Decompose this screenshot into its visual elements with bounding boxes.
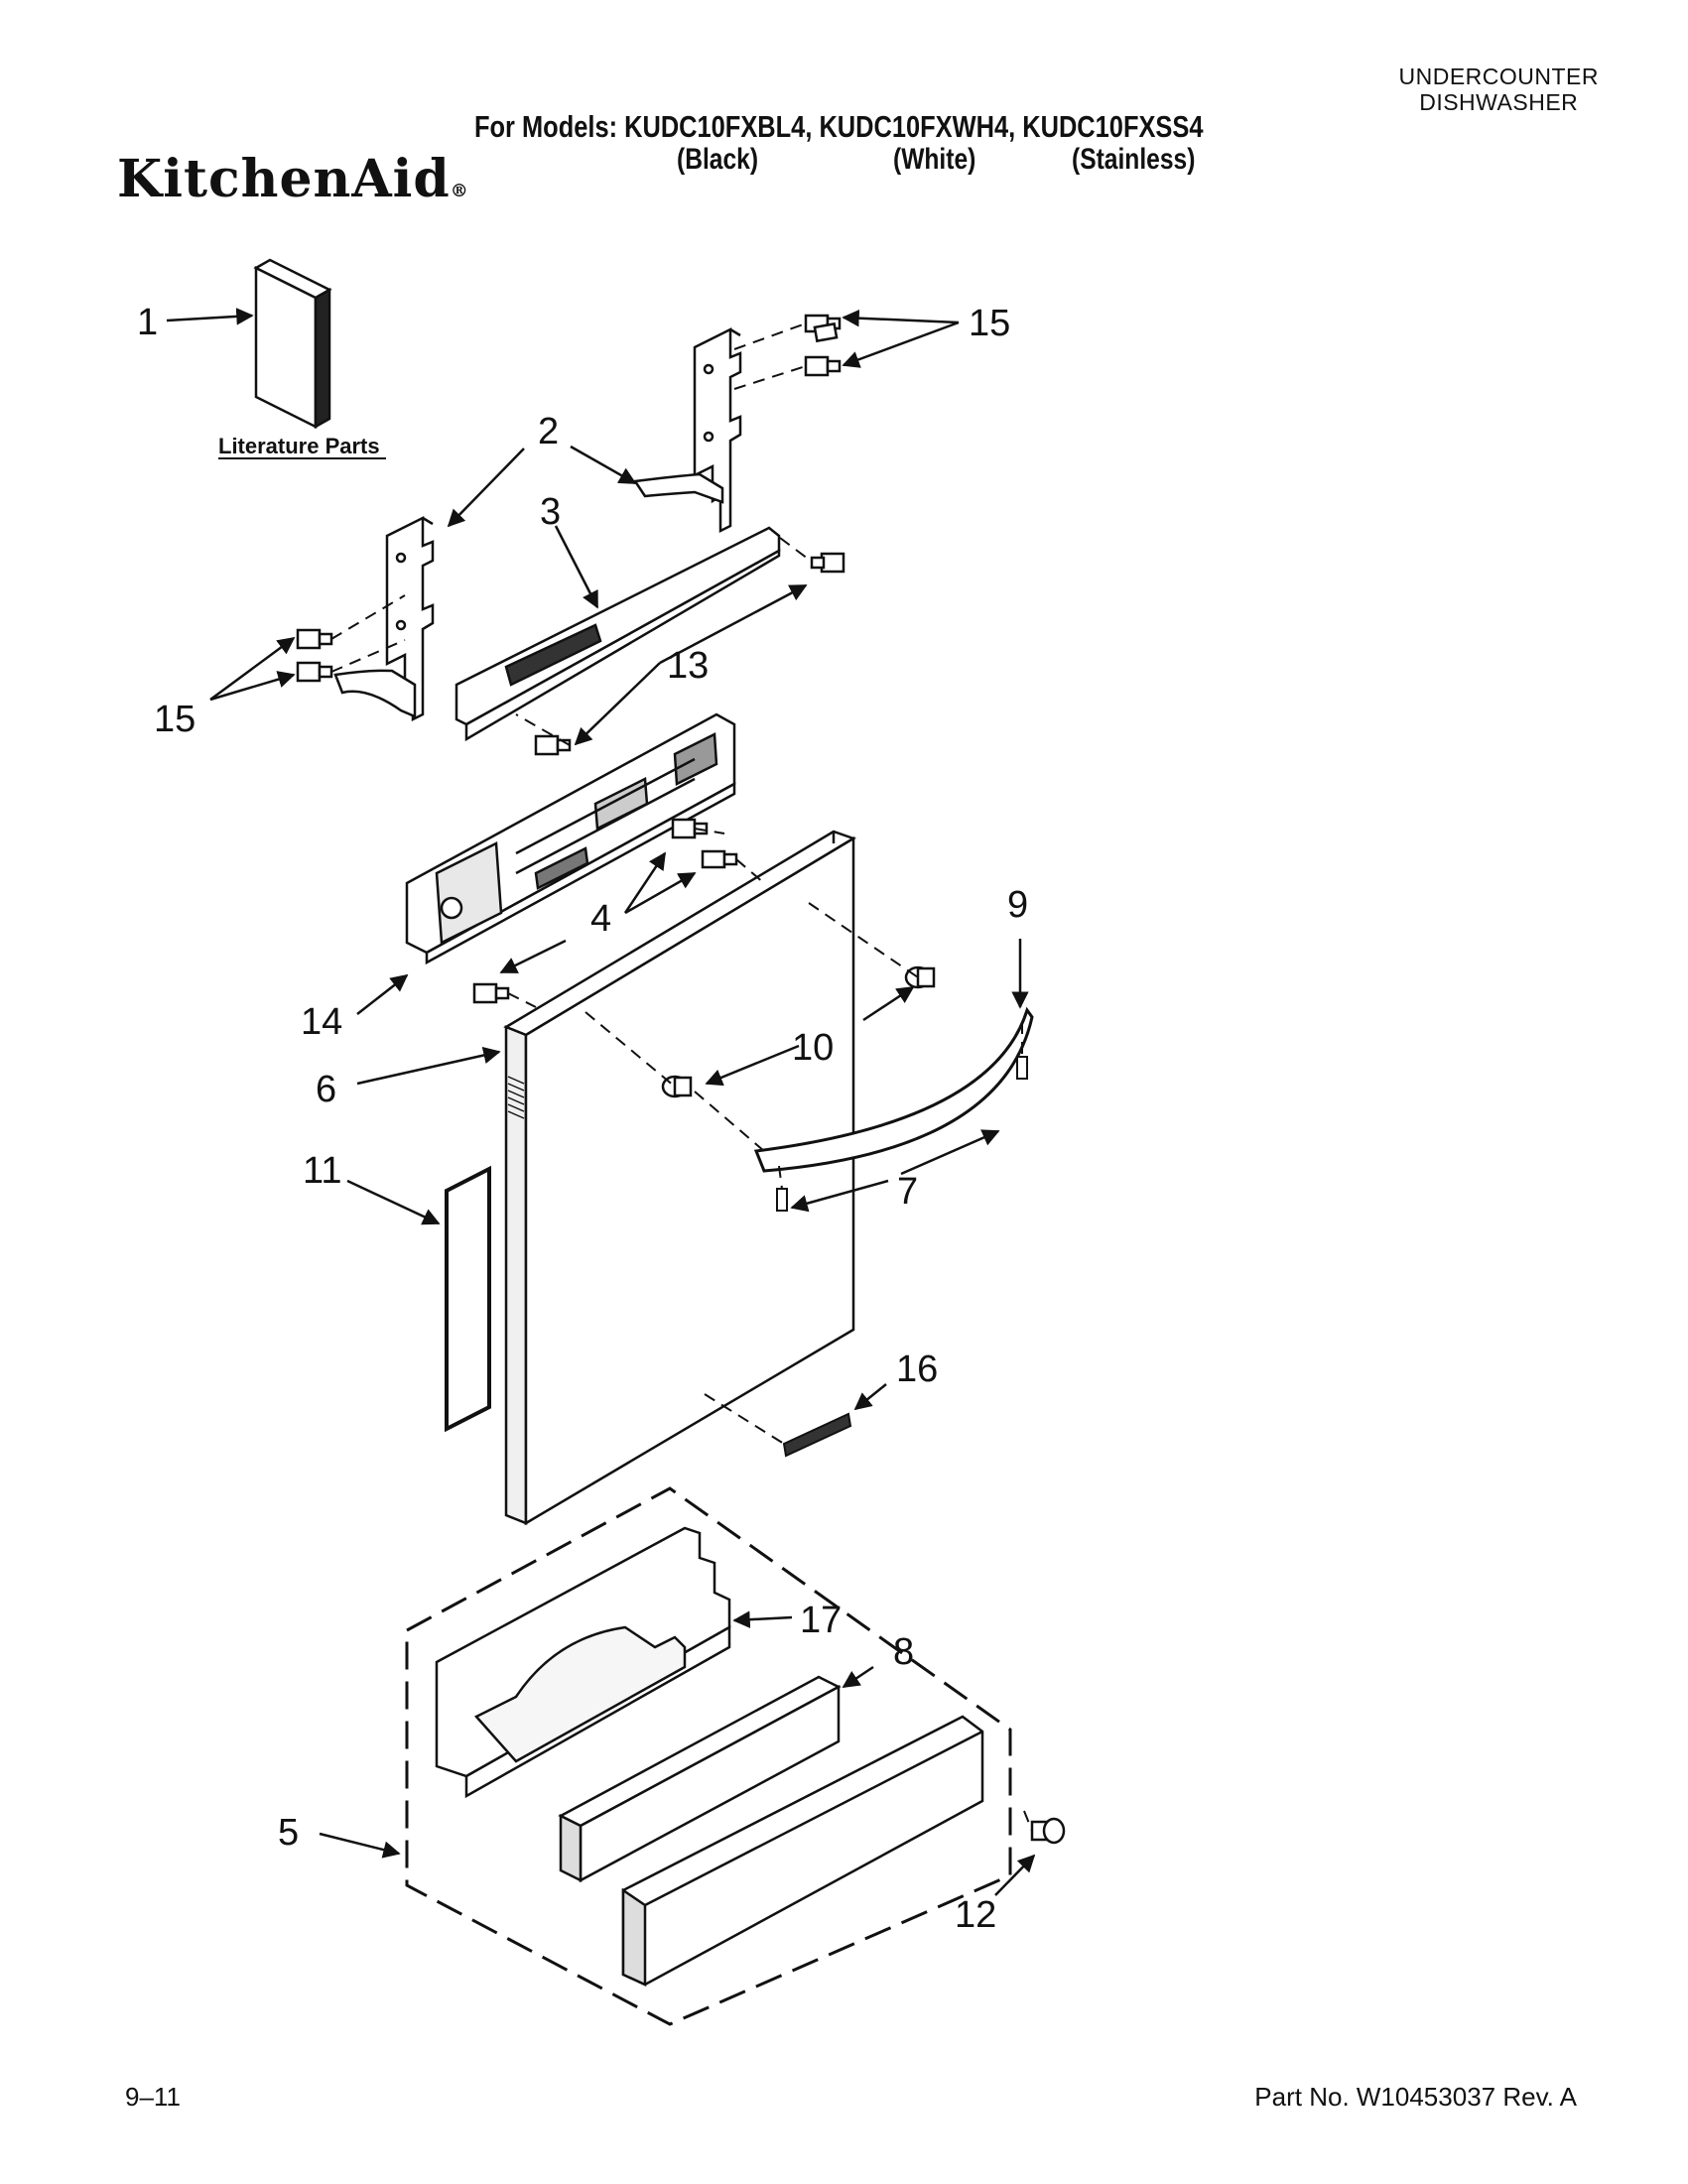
callout-13: 13 <box>667 645 709 687</box>
callout-17: 17 <box>800 1600 842 1641</box>
models-line: For Models: KUDC10FXBL4, KUDC10FXWH4, KU… <box>474 109 1204 144</box>
callout-10: 10 <box>792 1027 834 1069</box>
brand-name: KitchenAid <box>117 149 451 209</box>
callout-2: 2 <box>538 411 559 452</box>
callout-9: 9 <box>1007 884 1028 926</box>
control-housing <box>405 712 736 965</box>
handle-pins <box>776 1056 1028 1212</box>
footer-part-number: Part No. W10453037 Rev. A <box>1254 2082 1577 2112</box>
color-black: (Black) <box>677 143 759 176</box>
door-gasket <box>445 1165 491 1433</box>
callout-11: 11 <box>303 1150 341 1192</box>
appliance-category: UNDERCOUNTER DISHWASHER <box>1399 64 1600 115</box>
callout-7: 7 <box>897 1171 918 1213</box>
leader-arrows <box>166 308 1036 1896</box>
nameplate-badge <box>782 1412 852 1458</box>
brand-logo: KitchenAid® <box>117 149 469 209</box>
kit-boundary <box>405 1486 1012 2026</box>
literature-parts-label: Literature Parts <box>218 434 380 458</box>
registered-mark: ® <box>450 181 469 201</box>
callout-8: 8 <box>893 1631 914 1673</box>
spacer-block <box>558 1675 842 1883</box>
callout-3: 3 <box>540 491 561 533</box>
callout-12: 12 <box>955 1894 996 1936</box>
callout-15-lower: 15 <box>154 699 195 740</box>
door-handle <box>753 1006 1034 1173</box>
callout-16: 16 <box>896 1349 938 1390</box>
callout-6: 6 <box>316 1069 336 1110</box>
color-white: (White) <box>893 143 976 176</box>
category-line-1: UNDERCOUNTER <box>1398 64 1599 89</box>
left-mounting-bracket <box>333 515 435 722</box>
toe-panel <box>621 1715 984 1987</box>
color-stainless: (Stainless) <box>1072 143 1196 176</box>
footer-date: 9–11 <box>125 2082 181 2112</box>
callout-4: 4 <box>590 898 611 940</box>
outer-door-panel <box>503 830 856 1526</box>
callout-5: 5 <box>278 1812 299 1854</box>
explosion-lines <box>330 322 1033 1832</box>
right-mounting-bracket <box>632 326 742 534</box>
category-line-2: DISHWASHER <box>1419 89 1579 115</box>
control-panel-channel <box>454 526 781 742</box>
callout-1: 1 <box>137 302 158 343</box>
foam-insert <box>435 1526 731 1799</box>
callout-14: 14 <box>301 1001 342 1043</box>
callout-15-upper: 15 <box>969 303 1010 344</box>
literature-booklet <box>253 258 332 430</box>
